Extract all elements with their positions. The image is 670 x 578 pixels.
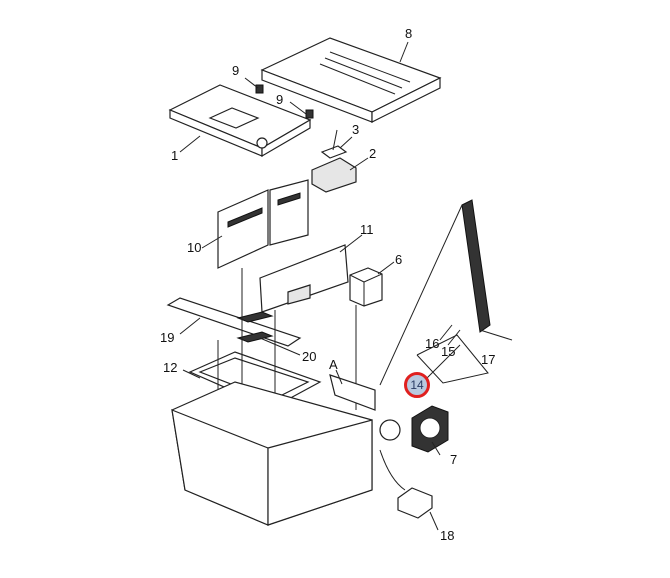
condenser[interactable] <box>461 199 491 333</box>
label-7: 7 <box>450 452 458 467</box>
label-6: 6 <box>395 252 403 267</box>
label-19: 19 <box>160 330 175 345</box>
part-11-panel[interactable] <box>259 244 349 313</box>
label-3: 3 <box>352 122 360 137</box>
label-9a: 9 <box>232 63 240 78</box>
label-15: 15 <box>441 344 456 359</box>
label-A: A <box>329 357 338 372</box>
part-2-bracket[interactable] <box>311 157 357 193</box>
label-17: 17 <box>481 352 496 367</box>
label-18: 18 <box>440 528 455 543</box>
part-10-panel[interactable] <box>217 189 269 269</box>
label-12: 12 <box>163 360 178 375</box>
part-18-component[interactable] <box>397 487 433 519</box>
label-10: 10 <box>187 240 202 255</box>
label-16: 16 <box>425 336 440 351</box>
label-9b: 9 <box>276 92 284 107</box>
label-8: 8 <box>405 26 413 41</box>
label-11: 11 <box>360 222 374 237</box>
part-6-box[interactable] <box>349 267 383 307</box>
label-20: 20 <box>302 349 317 364</box>
label-2: 2 <box>369 146 377 161</box>
label-1: 1 <box>171 148 179 163</box>
highlighted-part-14[interactable]: 14 <box>404 372 430 398</box>
